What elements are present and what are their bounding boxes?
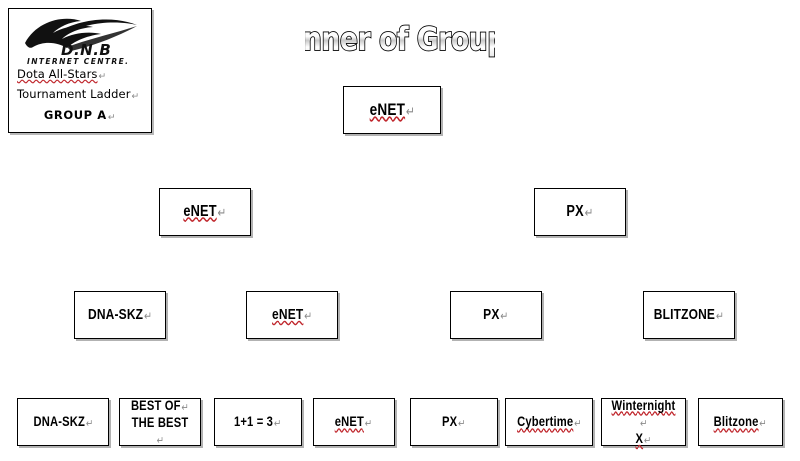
pilcrow-icon: ↵ [640, 418, 648, 431]
logo-line-1-text: Dota All-Stars [17, 67, 98, 81]
logo-line-group-a: GROUP A↵ [9, 108, 151, 123]
bracket-node-r1-8[interactable]: Blitzone↵ [698, 398, 783, 446]
pilcrow-icon: ↵ [759, 418, 768, 431]
bracket-node-label: PX↵ [566, 202, 594, 220]
bracket-node-quart-3[interactable]: PX↵ [450, 291, 542, 339]
pilcrow-icon: ↵ [107, 112, 117, 123]
pilcrow-icon: ↵ [458, 418, 466, 431]
svg-text:INTERNET CENTRE.: INTERNET CENTRE. [27, 57, 129, 65]
pilcrow-icon: ↵ [715, 309, 725, 324]
bracket-node-r1-5[interactable]: PX↵ [410, 398, 498, 446]
bracket-node-quart-1[interactable]: DNA-SKZ↵ [74, 291, 166, 339]
bracket-node-champion[interactable]: eNET↵ [343, 86, 441, 134]
pilcrow-icon: ↵ [365, 418, 373, 431]
pilcrow-icon: ↵ [156, 435, 165, 448]
logo-line-2-text: Tournament Ladder [17, 87, 131, 101]
bracket-node-r1-6[interactable]: Cybertime↵ [505, 398, 593, 446]
pilcrow-icon: ↵ [643, 435, 652, 448]
page-title: Winner of Group A [305, 17, 495, 61]
bracket-node-r1-3[interactable]: 1+1 = 3↵ [214, 398, 302, 446]
bracket-node-quart-4[interactable]: BLITZONE↵ [643, 291, 735, 339]
pilcrow-icon: ↵ [98, 71, 107, 82]
bracket-node-r1-1[interactable]: DNA-SKZ↵ [17, 398, 109, 446]
bracket-node-label: BEST OF↵THE BEST↵ [130, 396, 190, 448]
pilcrow-icon: ↵ [217, 204, 227, 220]
pilcrow-icon: ↵ [85, 418, 93, 431]
bracket-node-label: BLITZONE↵ [653, 306, 725, 324]
svg-text:Winner of Group A: Winner of Group A [305, 21, 495, 59]
pilcrow-icon: ↵ [573, 418, 582, 431]
pilcrow-icon: ↵ [181, 401, 190, 414]
pilcrow-icon: ↵ [500, 309, 509, 324]
logo-line-3-text: GROUP A [43, 108, 107, 122]
pilcrow-icon: ↵ [584, 204, 594, 220]
bracket-node-r1-4[interactable]: eNET↵ [313, 398, 395, 446]
dnb-logo-icon: D.N.B INTERNET CENTRE. [19, 13, 143, 65]
logo-line-tournament-ladder: Tournament Ladder↵ [17, 87, 140, 102]
bracket-node-semi-2[interactable]: PX↵ [534, 188, 626, 236]
bracket-node-label: eNET↵ [271, 306, 313, 324]
logo-line-dota-all-stars: Dota All-Stars↵ [17, 67, 107, 82]
svg-text:D.N.B: D.N.B [61, 41, 111, 59]
pilcrow-icon: ↵ [131, 91, 140, 102]
bracket-node-label: Blitzone↵ [713, 413, 768, 431]
bracket-node-label: DNA-SKZ↵ [87, 306, 153, 324]
bracket-node-label: PX↵ [483, 306, 509, 324]
bracket-node-label: eNET↵ [335, 413, 373, 431]
bracket-node-quart-2[interactable]: eNET↵ [246, 291, 338, 339]
bracket-node-label: PX↵ [442, 413, 466, 431]
bracket-node-label: Winternight↵X↵ [611, 396, 676, 448]
bracket-node-label: eNET↵ [369, 99, 415, 119]
logo-card: D.N.B INTERNET CENTRE. Dota All-Stars↵ T… [8, 8, 152, 133]
bracket-node-label: Cybertime↵ [516, 413, 582, 431]
bracket-node-label: DNA-SKZ↵ [32, 413, 93, 431]
pilcrow-icon: ↵ [143, 309, 153, 324]
pilcrow-icon: ↵ [405, 103, 415, 119]
bracket-node-r1-7[interactable]: Winternight↵X↵ [601, 396, 686, 448]
pilcrow-icon: ↵ [303, 309, 313, 324]
bracket-node-label: 1+1 = 3↵ [234, 413, 282, 431]
bracket-node-label: eNET↵ [183, 202, 227, 220]
bracket-node-r1-2[interactable]: BEST OF↵THE BEST↵ [119, 396, 201, 448]
bracket-node-semi-1[interactable]: eNET↵ [159, 188, 251, 236]
pilcrow-icon: ↵ [274, 418, 282, 431]
